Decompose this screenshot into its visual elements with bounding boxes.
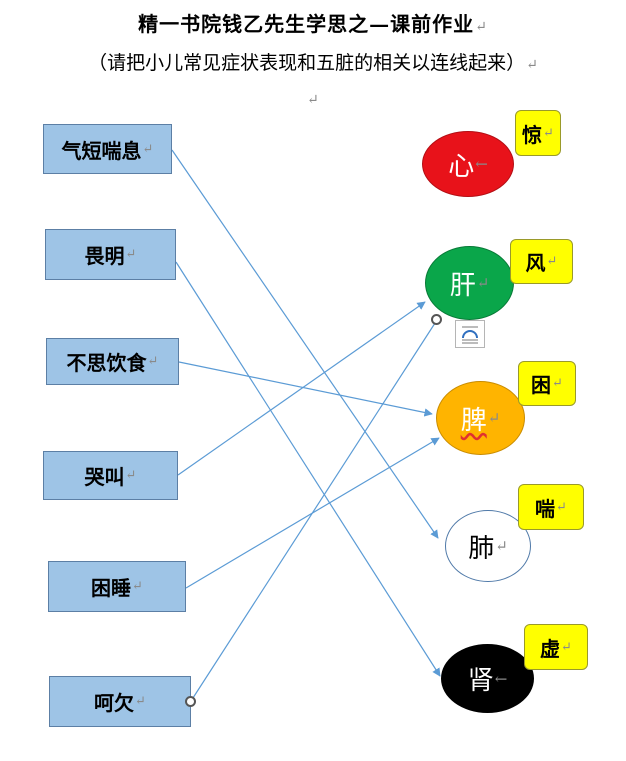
symptom-box-weiming[interactable]: 畏明↵ — [45, 229, 176, 280]
line-start-handle[interactable] — [185, 696, 196, 707]
tag-feng[interactable]: 风↵ — [510, 239, 573, 284]
line-end-handle[interactable] — [431, 314, 442, 325]
tag-xu[interactable]: 虚↵ — [524, 624, 588, 670]
connector-busi-pi[interactable] — [178, 361, 433, 417]
tag-chuan[interactable]: 喘↵ — [518, 484, 584, 530]
connector-kujiao-gan[interactable] — [177, 301, 426, 476]
organ-heart[interactable]: 心← — [422, 131, 514, 197]
symptom-box-qiduan[interactable]: 气短喘息↵ — [43, 124, 172, 174]
paragraph-mark: ↵ — [307, 92, 319, 108]
organ-spleen[interactable]: 脾↵ — [436, 381, 525, 455]
page-subtitle: （请把小儿常见症状表现和五脏的相关以连线起来）↵ — [88, 52, 538, 74]
symptom-box-kujiao[interactable]: 哭叫↵ — [43, 451, 178, 500]
layout-options-glyph — [462, 326, 478, 344]
connector-qiduan-fei[interactable] — [171, 149, 439, 539]
connector-weiming-shen[interactable] — [175, 261, 441, 677]
tag-kun[interactable]: 困↵ — [518, 361, 576, 406]
organ-lung[interactable]: 肺↵ — [445, 510, 531, 582]
organ-liver[interactable]: 肝↵ — [425, 246, 514, 320]
symptom-box-busi[interactable]: 不思饮食↵ — [46, 338, 179, 385]
symptom-box-kunshui[interactable]: 困睡↵ — [48, 561, 186, 612]
layout-options-icon[interactable] — [455, 320, 485, 348]
organ-kidney[interactable]: 肾← — [441, 644, 534, 713]
tag-jing[interactable]: 惊↵ — [515, 110, 561, 156]
connector-hexi-gan[interactable] — [190, 319, 438, 702]
page-title: 精一书院钱乙先生学思之—课前作业↵ — [138, 12, 488, 36]
symptom-box-hexi[interactable]: 呵欠↵ — [49, 676, 191, 727]
